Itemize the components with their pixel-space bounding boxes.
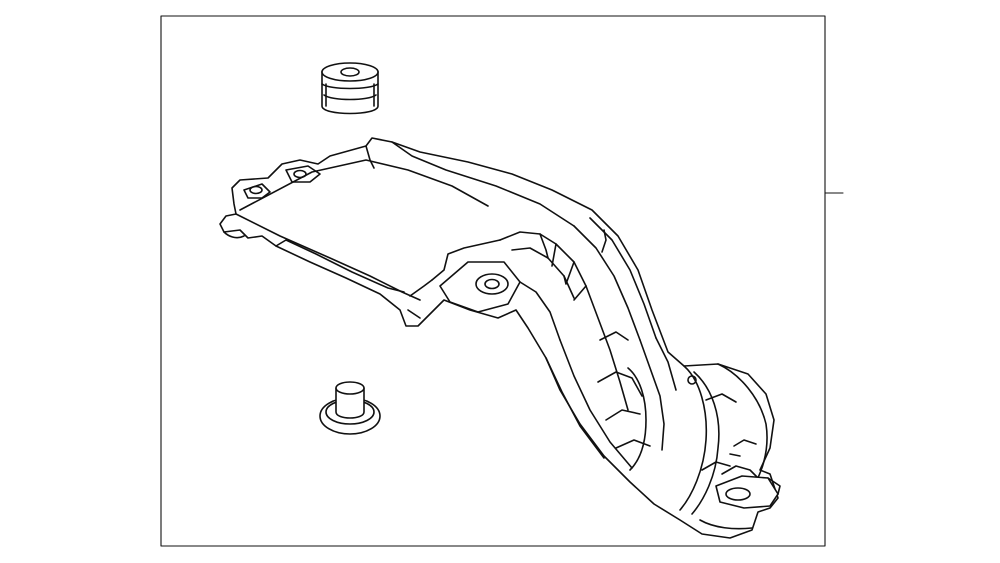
grommet-icon — [321, 62, 379, 115]
diagram-frame — [160, 15, 826, 547]
air-duct-icon — [219, 137, 781, 539]
push-pin-clip-icon — [319, 381, 381, 435]
